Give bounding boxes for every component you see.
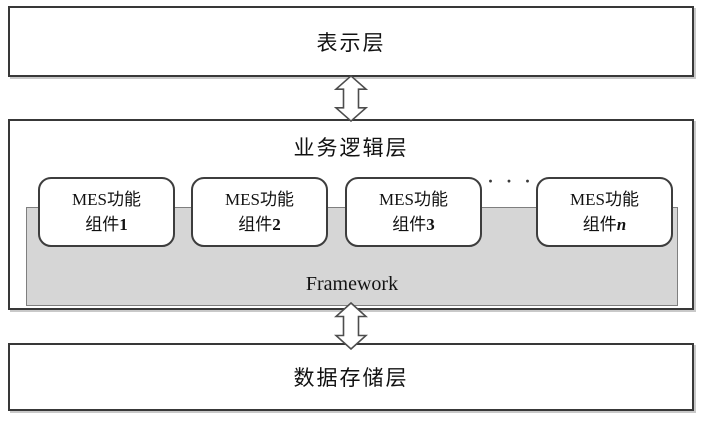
- business-logic-layer-label: 业务逻辑层: [293, 136, 409, 160]
- mes-component-2-box: MES功能 组件2: [191, 177, 328, 247]
- data-storage-layer-box: 数据存储层: [8, 343, 694, 411]
- mes-component-3-line1: MES功能: [379, 190, 448, 209]
- presentation-layer-label: 表示层: [316, 30, 386, 55]
- presentation-layer-box: 表示层: [8, 6, 694, 77]
- mes-component-2-line1: MES功能: [225, 190, 294, 209]
- mes-component-3-line2: 组件3: [392, 215, 435, 234]
- mes-component-1-line1: MES功能: [72, 190, 141, 209]
- mes-component-1-box: MES功能 组件1: [38, 177, 175, 247]
- mes-component-3-box: MES功能 组件3: [345, 177, 482, 247]
- mes-component-n-line2: 组件n: [582, 215, 627, 234]
- up-down-arrow-icon: [334, 302, 368, 350]
- mes-component-1-line2: 组件1: [85, 215, 128, 234]
- mes-component-2-line2: 组件2: [238, 215, 281, 234]
- data-storage-layer-label: 数据存储层: [293, 366, 409, 390]
- up-down-arrow-icon: [334, 75, 368, 122]
- mes-component-n-box: MES功能 组件n: [536, 177, 673, 247]
- components-ellipsis: · · ·: [487, 171, 535, 191]
- mes-component-n-line1: MES功能: [570, 190, 639, 209]
- framework-label: Framework: [305, 273, 399, 295]
